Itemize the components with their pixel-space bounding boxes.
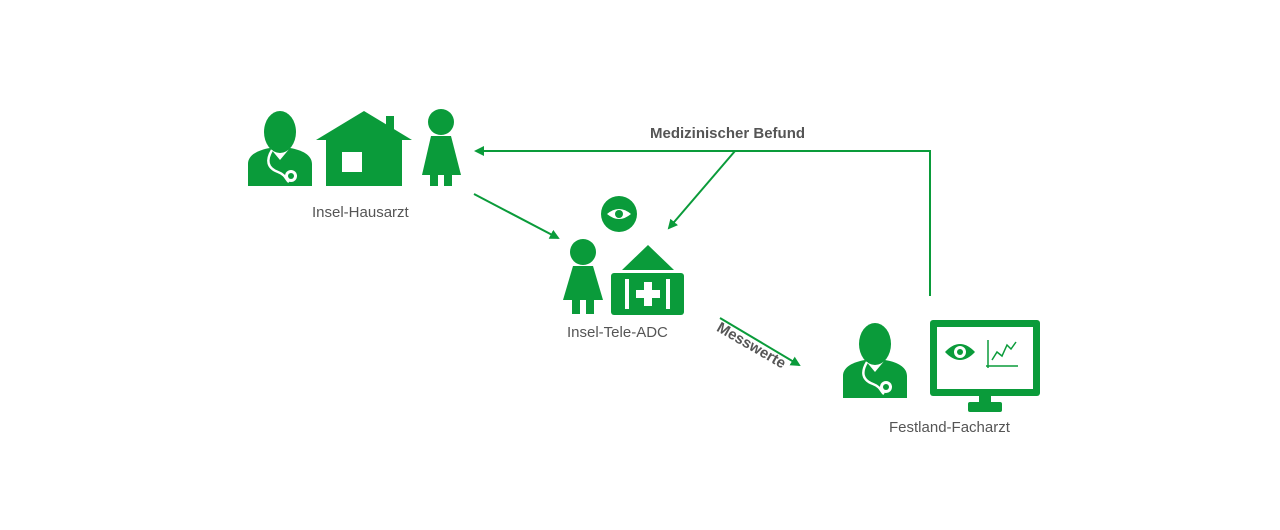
befund-branch-arrow	[667, 150, 736, 230]
messwerte-arrow	[719, 317, 801, 367]
medical-bag-icon	[611, 245, 684, 315]
eye-icon	[945, 344, 975, 360]
eye-icon	[601, 196, 637, 232]
hausarzt-label: Insel-Hausarzt	[312, 204, 409, 221]
facharzt-label: Festland-Facharzt	[889, 419, 1010, 436]
doctor-icon	[843, 323, 907, 398]
tele-adc-label: Insel-Tele-ADC	[567, 324, 668, 341]
referral-arrow	[473, 193, 560, 239]
befund-arrow	[474, 146, 931, 296]
house-icon	[316, 111, 412, 186]
befund-label: Medizinischer Befund	[650, 125, 806, 142]
patient-female-icon	[422, 109, 461, 186]
line-chart-icon	[986, 340, 1018, 368]
monitor-icon	[930, 320, 1040, 412]
patient-female-icon	[563, 239, 603, 314]
doctor-icon	[248, 111, 312, 186]
edge-befund	[474, 146, 931, 296]
